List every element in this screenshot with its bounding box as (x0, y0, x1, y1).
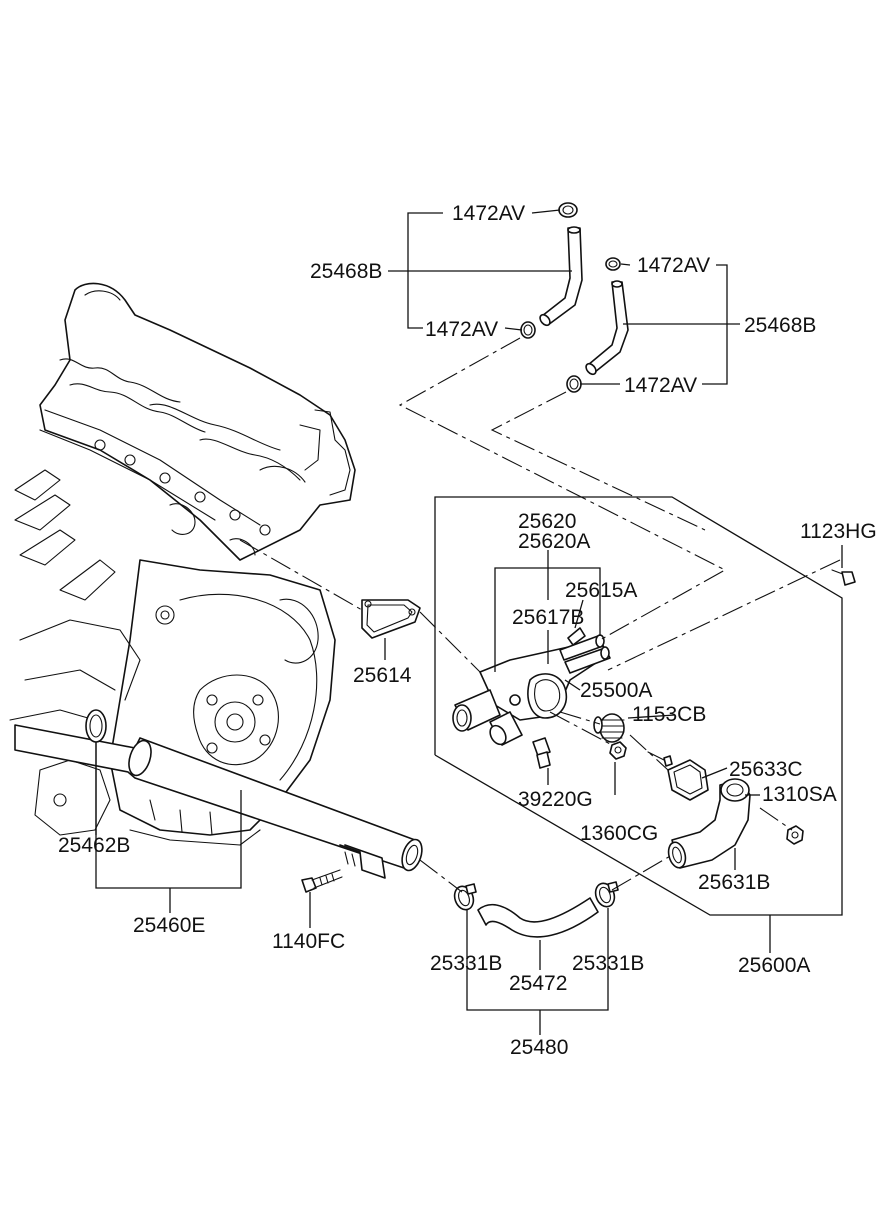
bolt-pipe-icon (301, 869, 343, 893)
dashed-guide-lines (239, 337, 841, 893)
water-pipe-icon (14, 724, 423, 879)
bypass-hose-left-icon (539, 226, 583, 327)
leader-lines (95, 209, 843, 1035)
label-housing-a: 25620 (518, 510, 576, 533)
label-pipe-assy: 25460E (133, 914, 205, 937)
label-nut-cover: 1310SA (762, 783, 837, 806)
label-hose-left: 25468B (310, 260, 382, 283)
label-nut-sensor: 1360CG (580, 822, 658, 845)
thermostat-icon (593, 713, 625, 743)
gasket-cover-icon (667, 759, 709, 801)
label-outlet-fitting: 25631B (698, 871, 770, 894)
clamp-small-icons (520, 202, 621, 393)
label-clamp-top-lower: 1472AV (425, 318, 498, 341)
outlet-fitting-icon (667, 778, 751, 869)
label-gasket-cover: 25633C (729, 758, 803, 781)
stud-icon (647, 751, 673, 767)
callout-labels: 1472AV 25468B 1472AV 1472AV 25468B 1472A… (58, 202, 877, 1059)
bolt-top-icon (831, 569, 856, 586)
label-bolt-top: 1123HG (800, 520, 877, 543)
label-stud: 1153CB (632, 703, 706, 726)
label-clamp-right-lower: 1472AV (624, 374, 697, 397)
label-bolt-pipe: 1140FC (272, 930, 345, 953)
hose-clamp-right-icon (594, 881, 619, 908)
label-housing-assy: 25600A (738, 954, 810, 977)
oring-icon (85, 709, 107, 743)
label-clamp-right-upper: 1472AV (637, 254, 710, 277)
label-housing-b: 25620A (518, 530, 590, 553)
label-gasket-housing: 25614 (353, 664, 412, 687)
hose-clamp-left-icon (453, 883, 477, 911)
nut-cover-icon (786, 825, 804, 845)
label-hose-lower: 25472 (509, 972, 567, 995)
label-hose-assy: 25480 (510, 1036, 568, 1059)
nut-sensor-icon (609, 741, 627, 760)
hose-lower-icon (477, 897, 599, 938)
label-thermostat-assy: 25500A (580, 679, 652, 702)
gasket-housing-icon (361, 599, 421, 639)
bypass-hose-right-icon (585, 280, 629, 376)
label-fitting-b: 25617B (512, 606, 584, 629)
sensor-icon (532, 737, 551, 769)
label-hose-clamp-left: 25331B (430, 952, 502, 975)
thermostat-housing-icon (452, 627, 611, 746)
label-sensor: 39220G (518, 788, 593, 811)
label-hose-clamp-right: 25331B (572, 952, 644, 975)
label-oring: 25462B (58, 834, 130, 857)
label-fitting-a: 25615A (565, 579, 637, 602)
label-clamp-top-upper: 1472AV (452, 202, 525, 225)
label-hose-right: 25468B (744, 314, 816, 337)
